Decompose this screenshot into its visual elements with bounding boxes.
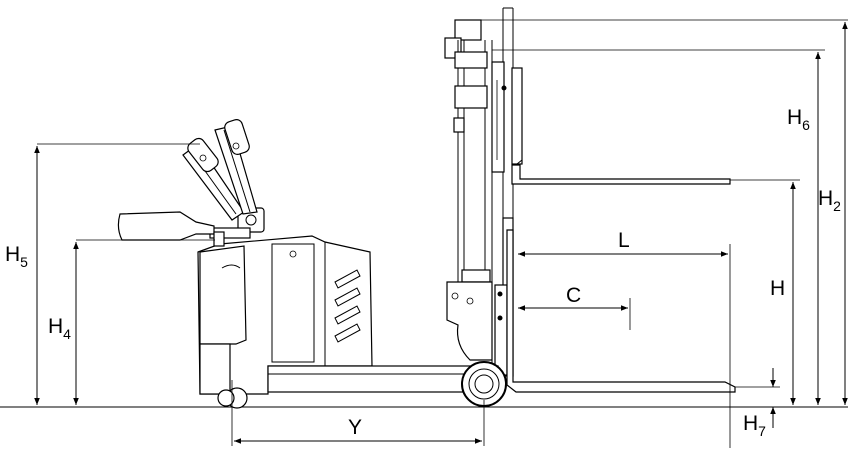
- rear-wheels: [217, 387, 248, 409]
- cylinder-block: [454, 85, 488, 109]
- label-y: Y: [348, 416, 362, 439]
- fork-raised: [511, 164, 731, 185]
- label-h4: H4: [48, 315, 71, 342]
- tiller-head-raised: [224, 119, 250, 155]
- chassis-rail: [267, 365, 499, 393]
- load-wheel: [461, 361, 507, 407]
- dimension-lines: [34, 19, 848, 448]
- fork-lowered: [506, 229, 736, 393]
- label-c: C: [566, 284, 581, 307]
- vents: [334, 269, 361, 343]
- tiller-handle-down: [117, 211, 215, 241]
- label-l: L: [618, 229, 630, 252]
- label-h6: H6: [787, 106, 810, 133]
- dimension-labels: H5 H4 Y L C H H6 H2 H7: [5, 106, 841, 439]
- label-h: H: [770, 277, 785, 300]
- label-h7: H7: [743, 412, 766, 439]
- label-h2: H2: [818, 187, 841, 214]
- truck-body: [197, 235, 499, 395]
- mast-top-cap: [454, 19, 482, 41]
- lower-carriage: [494, 217, 736, 393]
- label-h5: H5: [5, 243, 28, 270]
- side-cover-panel: [271, 243, 315, 363]
- tiller-arm: [117, 119, 265, 247]
- mast: [444, 7, 731, 370]
- mast-base: [446, 281, 493, 361]
